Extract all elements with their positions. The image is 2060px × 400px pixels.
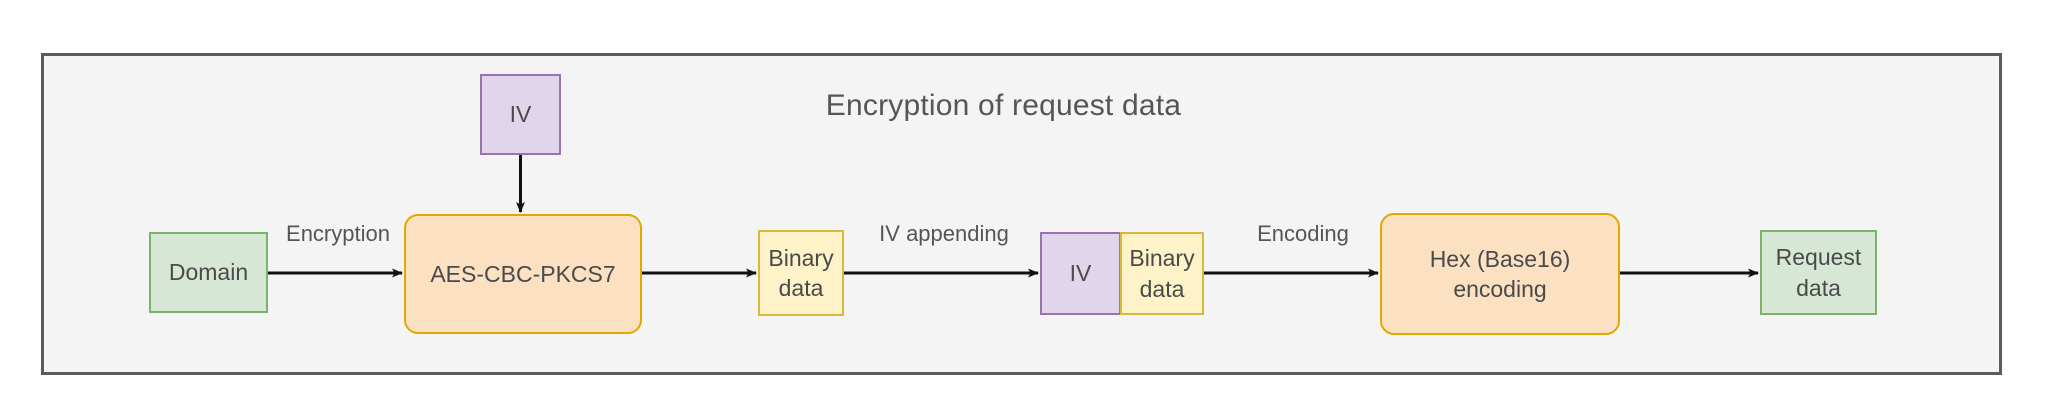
node-aes-cbc-pkcs7[interactable]: AES-CBC-PKCS7 (404, 214, 642, 334)
node-iv-input[interactable]: IV (480, 74, 561, 155)
node-iv-appended[interactable]: IV (1040, 232, 1121, 315)
node-request-data[interactable]: Request data (1760, 230, 1877, 315)
node-domain[interactable]: Domain (149, 232, 268, 313)
edge-label-iv-appending: IV appending (879, 221, 1009, 246)
edge-label-encryption: Encryption (286, 221, 390, 246)
node-binary-data[interactable]: Binary data (758, 230, 844, 316)
edge-label-encoding: Encoding (1257, 221, 1349, 246)
diagram-title: Encryption of request data (825, 89, 1182, 122)
node-hex-base16-encoding[interactable]: Hex (Base16) encoding (1380, 213, 1620, 335)
subgraph-container: Encryption of request data (41, 53, 2002, 375)
node-binary-data-appended[interactable]: Binary data (1120, 232, 1204, 315)
